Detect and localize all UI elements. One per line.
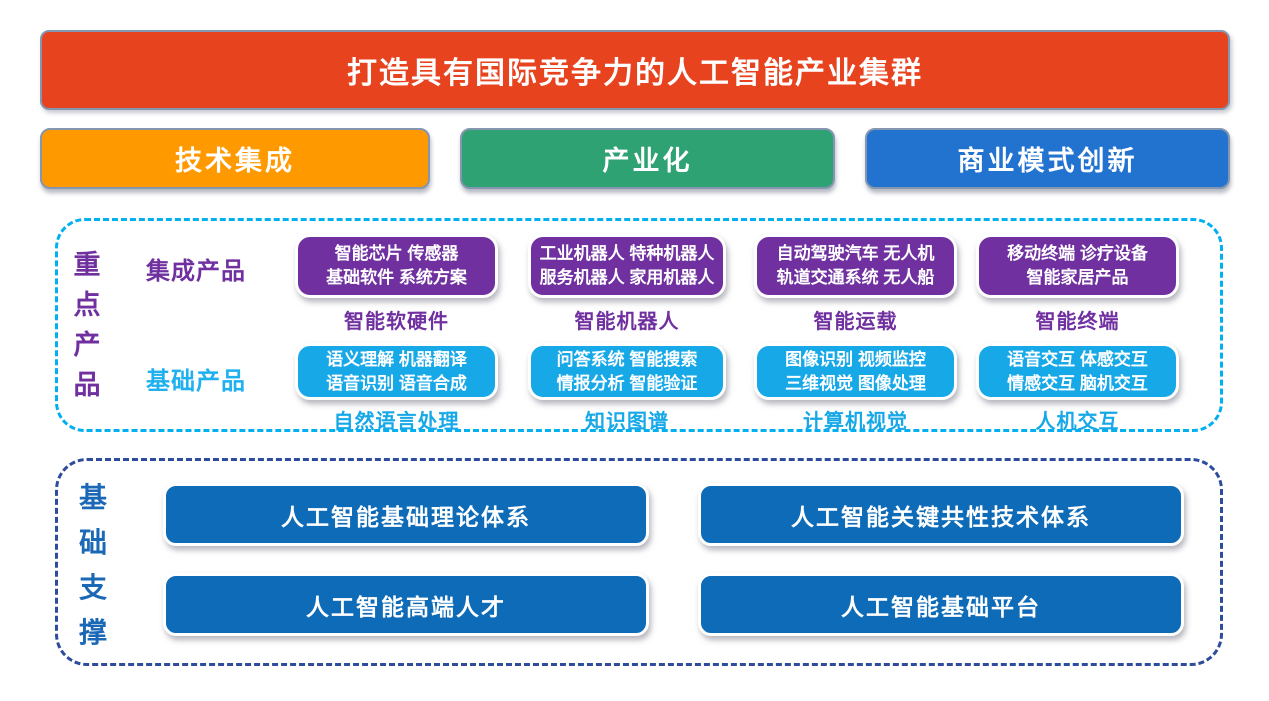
key-products-section: 重点产品 集成产品 基础产品 智能芯片 传感器 基础软件 系统方案 智能软硬件 … <box>55 218 1223 433</box>
product-box-hci: 语音交互 体感交互 情感交互 脑机交互 <box>976 343 1179 400</box>
product-box-knowledge-graph: 问答系统 智能搜索 情报分析 智能验证 <box>528 343 726 400</box>
pillar-business-model-innovation: 商业模式创新 <box>865 128 1230 189</box>
product-caption: 智能运载 <box>813 311 898 333</box>
product-line: 轨道交通系统 无人船 <box>776 268 935 287</box>
foundation-label: 人工智能基础平台 <box>841 593 1041 620</box>
product-line: 智能家居产品 <box>1026 268 1129 287</box>
foundation-support-section: 基础支撑 人工智能基础理论体系 人工智能关键共性技术体系 人工智能高端人才 人工… <box>55 458 1223 666</box>
product-line: 语义理解 机器翻译 <box>326 349 467 369</box>
product-line: 语音识别 语音合成 <box>326 373 467 393</box>
product-line: 图像识别 视频监控 <box>785 349 926 369</box>
product-caption: 智能终端 <box>1035 311 1120 333</box>
integrated-products-row-label: 集成产品 <box>146 258 246 285</box>
product-line: 移动终端 诊疗设备 <box>1007 244 1148 263</box>
product-box-smart-transport: 自动驾驶汽车 无人机 轨道交通系统 无人船 <box>754 234 957 298</box>
basic-products-row-label: 基础产品 <box>146 368 246 395</box>
page-title: 打造具有国际竞争力的人工智能产业集群 <box>347 57 923 90</box>
product-line: 问答系统 智能搜索 <box>556 349 698 369</box>
product-line: 基础软件 系统方案 <box>326 268 467 287</box>
pillar-label: 技术集成 <box>175 146 295 176</box>
product-box-computer-vision: 图像识别 视频监控 三维视觉 图像处理 <box>754 343 957 400</box>
product-line: 智能芯片 传感器 <box>334 244 459 263</box>
product-line: 三维视觉 图像处理 <box>785 373 926 393</box>
foundation-box-top-talent: 人工智能高端人才 <box>163 573 649 636</box>
product-box-smart-terminals: 移动终端 诊疗设备 智能家居产品 <box>976 234 1179 298</box>
foundation-label: 人工智能关键共性技术体系 <box>791 503 1091 530</box>
product-box-smart-hw-sw: 智能芯片 传感器 基础软件 系统方案 <box>295 234 498 298</box>
product-caption: 智能软硬件 <box>344 311 449 333</box>
product-box-smart-robots: 工业机器人 特种机器人 服务机器人 家用机器人 <box>528 234 726 298</box>
key-products-side-label: 重点产品 <box>73 250 101 400</box>
product-line: 情感交互 脑机交互 <box>1007 373 1148 393</box>
pillar-tech-integration: 技术集成 <box>40 128 430 189</box>
foundation-label: 人工智能高端人才 <box>306 593 506 620</box>
product-line: 自动驾驶汽车 无人机 <box>776 244 935 263</box>
pillar-label: 产业化 <box>602 146 693 176</box>
foundation-box-basic-theory: 人工智能基础理论体系 <box>163 483 649 546</box>
product-caption: 自然语言处理 <box>333 411 460 433</box>
product-line: 服务机器人 家用机器人 <box>539 268 715 287</box>
product-line: 工业机器人 特种机器人 <box>539 244 715 263</box>
foundation-side-label: 基础支撑 <box>78 482 107 648</box>
product-line: 情报分析 智能验证 <box>556 373 698 393</box>
product-caption: 智能机器人 <box>574 311 680 333</box>
pillar-industrialization: 产业化 <box>460 128 835 189</box>
title-banner: 打造具有国际竞争力的人工智能产业集群 <box>40 30 1230 110</box>
foundation-label: 人工智能基础理论体系 <box>281 503 531 530</box>
product-line: 语音交互 体感交互 <box>1007 349 1148 369</box>
product-caption: 计算机视觉 <box>803 411 908 433</box>
product-caption: 人机交互 <box>1035 411 1120 433</box>
product-caption: 知识图谱 <box>585 411 669 433</box>
foundation-box-basic-platform: 人工智能基础平台 <box>698 573 1184 636</box>
product-box-nlp: 语义理解 机器翻译 语音识别 语音合成 <box>295 343 498 400</box>
pillar-label: 商业模式创新 <box>957 146 1138 176</box>
foundation-box-key-common-tech: 人工智能关键共性技术体系 <box>698 483 1184 546</box>
